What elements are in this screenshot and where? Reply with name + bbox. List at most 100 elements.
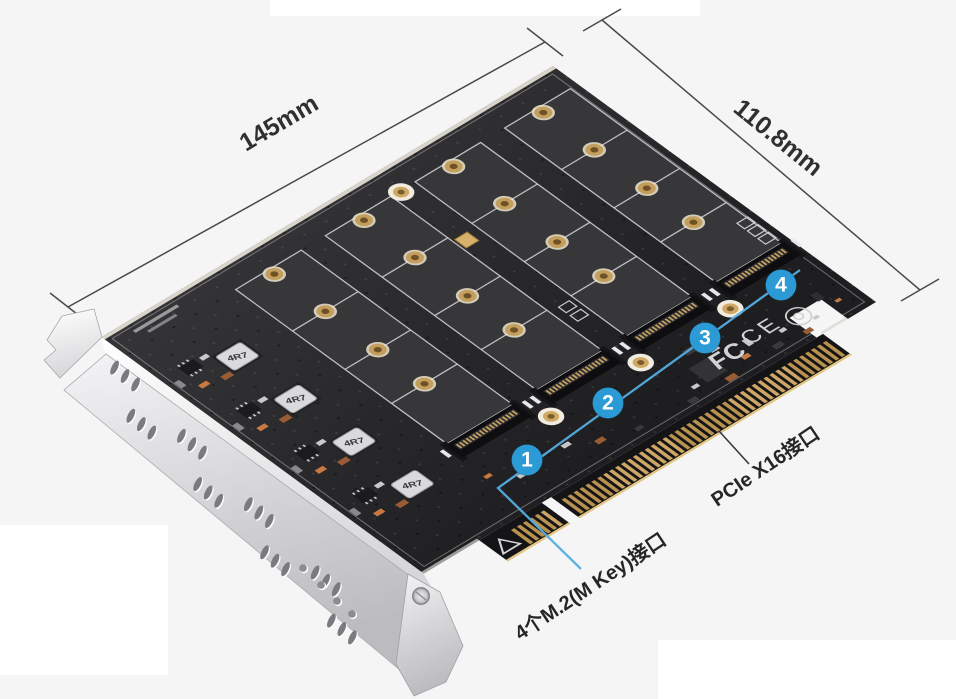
- gold-finger: [704, 412, 727, 429]
- vent-hole: [177, 428, 186, 443]
- gold-finger: [540, 510, 564, 527]
- vent-hole: [187, 437, 197, 452]
- marker-circle: [689, 322, 721, 354]
- slot-marker-4: 4: [765, 269, 797, 301]
- silkscreen-box: [735, 216, 757, 230]
- inductor: [332, 427, 376, 456]
- ic-chip: [294, 444, 321, 461]
- capacitor: [220, 371, 235, 381]
- bracket-hole: [317, 581, 325, 589]
- gold-finger: [822, 340, 846, 357]
- gold-finger: [709, 408, 733, 425]
- gold-finger: [644, 447, 668, 464]
- gold-finger: [787, 362, 810, 379]
- gold-finger: [727, 397, 751, 415]
- marker-number: 1: [521, 449, 533, 472]
- gold-finger: [609, 469, 632, 486]
- smd-component: [802, 326, 815, 335]
- m2-slot-connector: [708, 238, 807, 301]
- gold-finger: [632, 454, 656, 472]
- vent-hole: [260, 545, 269, 560]
- capacitor: [314, 465, 328, 474]
- smd-component: [810, 291, 825, 302]
- gold-finger: [757, 380, 780, 397]
- smd-component: [593, 436, 607, 445]
- dimension-tick: [526, 27, 564, 57]
- slot-marker-2: 2: [592, 387, 624, 419]
- gold-pad: [453, 231, 480, 249]
- smd-component: [741, 337, 754, 347]
- inductor-label: 4R7: [401, 479, 426, 492]
- gold-finger: [804, 351, 828, 368]
- vent-hole: [110, 360, 119, 375]
- gold-finger: [591, 479, 614, 496]
- bracket-top-tab: [43, 308, 103, 379]
- gold-finger: [816, 344, 840, 361]
- slot-marker-1: 1: [511, 444, 543, 476]
- smd-component: [483, 472, 493, 480]
- gold-finger: [692, 419, 715, 436]
- vent-hole: [147, 425, 157, 440]
- gold-finger: [626, 458, 650, 475]
- dimension-tick: [900, 278, 940, 302]
- vent-hole: [348, 630, 357, 645]
- gold-finger: [763, 376, 786, 393]
- bracket-screw-slot: [415, 591, 427, 601]
- vent-hole: [281, 562, 290, 577]
- inductor-label: 4R7: [284, 394, 309, 407]
- gold-finger: [798, 355, 822, 372]
- gold-finger: [534, 513, 558, 530]
- gold-finger: [567, 494, 591, 511]
- vent-hole: [337, 622, 347, 636]
- warning-triangle-icon: [497, 538, 523, 556]
- background-patch: [0, 525, 168, 675]
- silkscreen-box: [756, 231, 778, 245]
- vent-hole: [327, 613, 336, 628]
- gold-finger: [680, 426, 703, 443]
- gold-finger: [528, 517, 552, 534]
- capacitor: [395, 499, 410, 509]
- slot-marker-3: 3: [689, 322, 721, 354]
- gold-finger: [721, 401, 745, 418]
- gold-finger: [674, 430, 697, 447]
- smd-component: [560, 441, 573, 449]
- vent-hole: [214, 493, 224, 508]
- gold-finger: [561, 497, 585, 514]
- ic-chip: [178, 358, 204, 376]
- capacitor: [278, 413, 293, 424]
- inductor: [215, 342, 259, 371]
- dimension-annotations: [49, 8, 940, 322]
- gold-finger: [686, 422, 709, 439]
- gold-finger: [516, 524, 540, 541]
- gold-finger: [597, 476, 620, 493]
- smd-component: [740, 352, 752, 360]
- gold-finger: [579, 487, 602, 504]
- silkscreen-border: [111, 73, 866, 568]
- marker-number: 2: [602, 392, 614, 415]
- smd-component: [690, 383, 701, 390]
- capacitor: [256, 423, 269, 432]
- silkscreen-box: [746, 223, 767, 238]
- vent-hole: [131, 377, 140, 392]
- gold-finger: [668, 433, 691, 450]
- bracket-vents: [110, 360, 358, 646]
- gold-finger: [698, 415, 721, 432]
- bracket-hole: [299, 564, 307, 572]
- silkscreen-partnumber: [132, 304, 180, 333]
- bracket-hole: [333, 597, 341, 605]
- smd-component: [771, 340, 786, 350]
- inductor-label: 4R7: [226, 351, 251, 364]
- marker-circle: [511, 444, 543, 476]
- recycle-mark-icon: [784, 307, 813, 326]
- m2-slot-connector: [618, 291, 718, 354]
- vent-hole: [310, 565, 320, 580]
- vent-hole: [331, 582, 341, 597]
- capacitor: [336, 456, 351, 466]
- board-edge-highlight: [820, 317, 848, 334]
- smd-component: [812, 314, 821, 320]
- background-patch: [658, 640, 956, 699]
- silkscreen-box: [569, 308, 590, 322]
- gold-finger: [614, 465, 638, 482]
- marker-number: 3: [699, 327, 711, 350]
